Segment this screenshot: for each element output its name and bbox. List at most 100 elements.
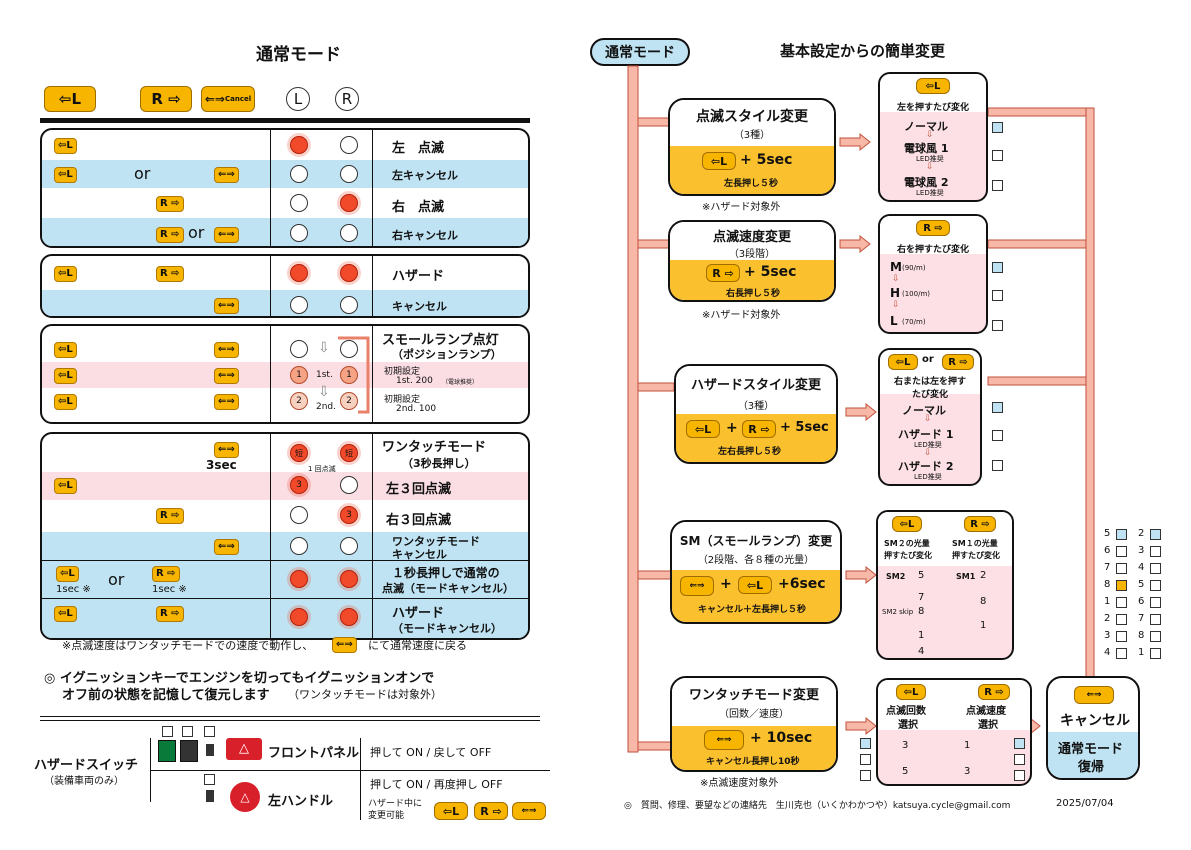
left-button: ⇦L: [54, 167, 77, 183]
left-button: ⇦L: [54, 394, 77, 410]
cancel-button: ⇐⇒: [214, 539, 239, 555]
led-l: [290, 340, 308, 358]
flow-connectors: [627, 65, 1095, 753]
checkbox[interactable]: [182, 726, 193, 737]
checkbox[interactable]: [992, 122, 1003, 133]
check-label: 3: [1138, 545, 1145, 556]
cancel-button: ⇐⇒: [704, 730, 744, 750]
right-button: R ⇨: [474, 802, 508, 820]
checkbox[interactable]: [1014, 738, 1025, 749]
checkbox[interactable]: [1116, 614, 1127, 625]
checkbox[interactable]: [992, 402, 1003, 413]
cancel-return-box: ⇐⇒ キャンセル 通常モード 復帰: [1046, 676, 1140, 780]
right-button: R ⇨: [978, 684, 1010, 700]
checkbox[interactable]: [1116, 563, 1127, 574]
check-label: 6: [1138, 596, 1145, 607]
arrow-down-icon: ⇩: [892, 274, 900, 284]
small-switch-icon: [206, 790, 214, 802]
checkbox[interactable]: [1150, 529, 1161, 540]
checkbox[interactable]: [1116, 529, 1127, 540]
small-switch-icon: [206, 744, 214, 756]
checkbox[interactable]: [1150, 580, 1161, 591]
checkbox[interactable]: [1150, 614, 1161, 625]
check-label: 5: [1138, 579, 1145, 590]
check-label: 4: [1104, 647, 1111, 658]
checkbox[interactable]: [204, 774, 215, 785]
left-button: ⇦L: [44, 86, 96, 112]
left-button: ⇦L: [434, 802, 468, 820]
right-button: R ⇨: [152, 566, 180, 582]
checkbox[interactable]: [1116, 631, 1127, 642]
check-label: 5: [1104, 528, 1111, 539]
checkbox[interactable]: [860, 754, 871, 765]
arrow-down-icon: ⇩: [924, 448, 932, 458]
led-r: [340, 340, 358, 358]
led-r: 2: [340, 392, 358, 410]
checkbox[interactable]: [162, 726, 173, 737]
checkbox[interactable]: [1116, 648, 1127, 659]
left-button: ⇦L: [892, 516, 922, 532]
checkbox[interactable]: [204, 726, 215, 737]
checkbox[interactable]: [1150, 648, 1161, 659]
led-r: [340, 608, 358, 626]
led-r: [340, 264, 358, 282]
checkbox[interactable]: [992, 430, 1003, 441]
checkbox[interactable]: [1150, 546, 1161, 557]
led-r: [340, 296, 358, 314]
checkbox[interactable]: [1014, 770, 1025, 781]
checkbox[interactable]: [1150, 631, 1161, 642]
left-button: ⇦L: [54, 138, 77, 154]
group-hazard: ⇦L R ⇨ ⇐⇒ ハザード キャンセル: [40, 254, 530, 318]
checkbox[interactable]: [992, 180, 1003, 191]
led-l: [290, 224, 308, 242]
hazard-round-button-icon: △: [230, 782, 260, 812]
arrow-down-icon: ⇩: [892, 300, 900, 310]
cancel-button: ⇐⇒: [214, 394, 239, 410]
black-switch-icon: [180, 740, 198, 762]
divider: [40, 716, 540, 717]
led-l: 3: [290, 476, 308, 494]
left-title: 通常モード: [256, 45, 341, 65]
led-r: [340, 224, 358, 242]
divider: [40, 720, 540, 721]
cancel-button: ⇐⇒: [214, 167, 239, 183]
right-button: R ⇨: [156, 508, 184, 524]
cancel-button: ⇐⇒: [332, 637, 357, 653]
arrow-down-icon: ⇩: [318, 340, 330, 356]
small-lamp-options: ⇦L R ⇨ SM２の光量 押すたび変化 SM１の光量 押すたび変化 SM2 5…: [876, 510, 1014, 660]
checkbox[interactable]: [1150, 597, 1161, 608]
checkbox[interactable]: [992, 460, 1003, 471]
check-label: 1: [1104, 596, 1111, 607]
small-lamp-card: SM（スモールランプ）変更 （2段階、各８種の光量） ⇐⇒ + ⇦L +6sec…: [670, 520, 842, 624]
checkbox[interactable]: [860, 770, 871, 781]
checkbox[interactable]: [992, 262, 1003, 273]
cancel-button: ⇐⇒: [214, 227, 239, 243]
checkbox[interactable]: [992, 150, 1003, 161]
checkbox[interactable]: [1150, 563, 1161, 574]
checkbox[interactable]: [992, 290, 1003, 301]
check-label: 7: [1104, 562, 1111, 573]
checkbox[interactable]: [860, 738, 871, 749]
checkbox[interactable]: [1116, 546, 1127, 557]
led-l: [290, 264, 308, 282]
cancel-button: ⇐⇒: [512, 802, 546, 820]
right-title: 基本設定からの簡単変更: [780, 42, 946, 60]
checkbox[interactable]: [1014, 754, 1025, 765]
led-l-indicator: L: [286, 87, 310, 111]
left-button: ⇦L: [686, 420, 720, 438]
led-l: [290, 570, 308, 588]
left-button: ⇦L: [54, 266, 77, 282]
hazard-style-card: ハザードスタイル変更 （3種） ⇦L + R ⇨ + 5sec 左右長押し５秒: [674, 364, 838, 464]
checkbox[interactable]: [992, 320, 1003, 331]
led-l: [290, 136, 308, 154]
checkbox[interactable]: [1116, 597, 1127, 608]
check-label: 2: [1104, 613, 1111, 624]
one-touch-card: ワンタッチモード変更 （回数／速度） ⇐⇒ + 10sec キャンセル長押し10…: [670, 676, 838, 772]
checkbox[interactable]: [1116, 580, 1127, 591]
left-button: ⇦L: [738, 576, 772, 594]
check-label: 1: [1138, 647, 1145, 658]
led-l: 短: [290, 444, 308, 462]
check-label: 7: [1138, 613, 1145, 624]
cancel-button: ⇐⇒: [214, 298, 239, 314]
